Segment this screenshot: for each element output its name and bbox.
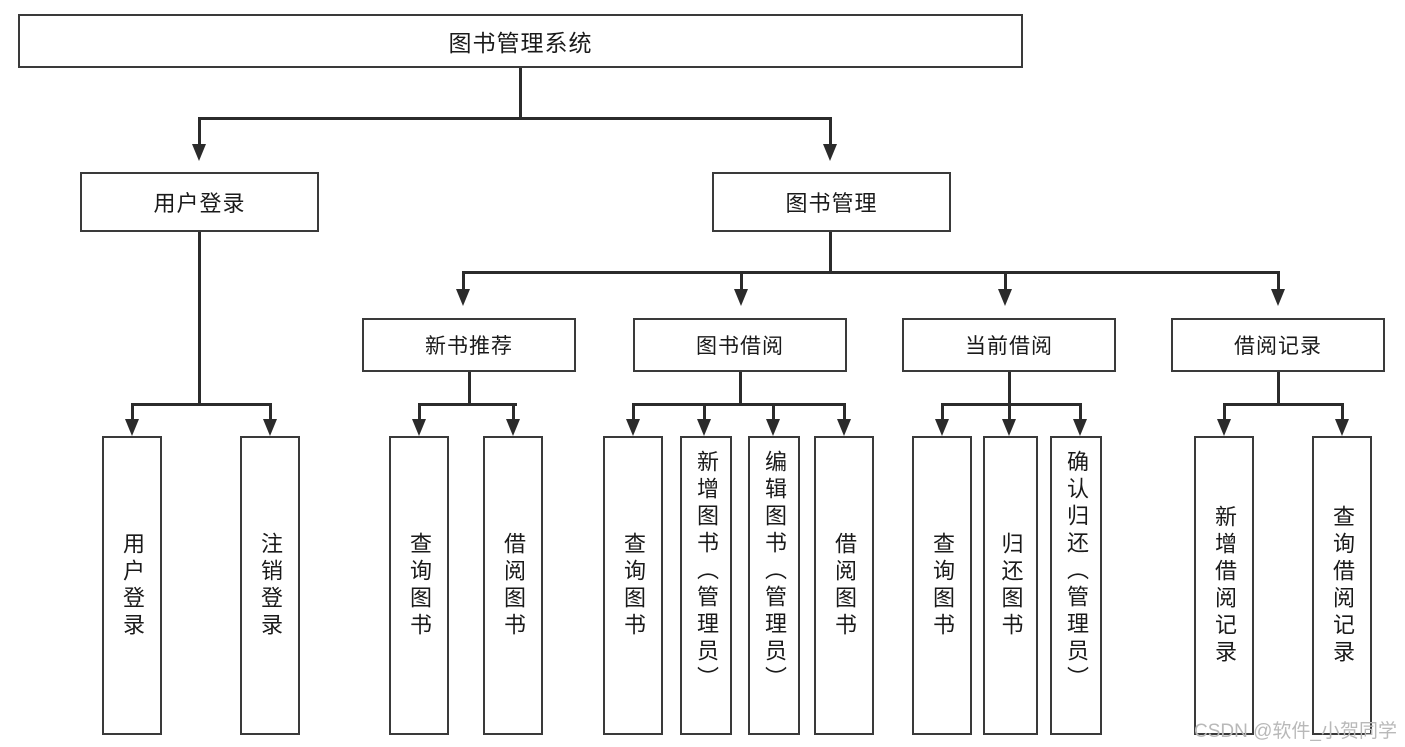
watermark-text: CSDN @软件_小贺同学 [1194,721,1397,742]
node-label: 查询图书 [621,531,646,640]
connector-borrow-record-drop-2 [1341,403,1344,423]
connector-level1-drop-1 [198,117,201,147]
connector-level2-drop-4 [1277,271,1280,293]
node-label: 当前借阅 [965,335,1053,358]
connector-user-login-drop-2 [269,403,272,423]
connector-level1-drop-2 [829,117,832,147]
arrow-to-leaf-query-book-1 [412,419,426,436]
connector-level2-drop-2 [740,271,743,293]
arrow-to-new-book-recommend [456,289,470,306]
connector-new-book-drop-1 [418,403,421,423]
connector-book-borrow-drop-1 [632,403,635,423]
connector-level1-bus [199,117,832,120]
arrow-to-leaf-confirm-return [1073,419,1087,436]
arrow-to-leaf-user-login [125,419,139,436]
node-current-borrow[interactable]: 当前借阅 [902,318,1116,372]
leaf-query-book-current[interactable]: 查询图书 [912,436,972,735]
connector-borrow-record-stem [1277,372,1280,405]
leaf-user-login[interactable]: 用户登录 [102,436,162,735]
connector-user-login-bus [132,403,271,406]
connector-book-borrow-drop-4 [843,403,846,423]
connector-borrow-record-drop-1 [1223,403,1226,423]
node-label: 借阅图书 [832,531,857,640]
leaf-return-book[interactable]: 归还图书 [983,436,1038,735]
arrow-to-leaf-add-book [697,419,711,436]
leaf-query-book-recommend[interactable]: 查询图书 [389,436,449,735]
connector-new-book-drop-2 [512,403,515,423]
arrow-to-current-borrow [998,289,1012,306]
connector-book-management-stem [829,232,832,273]
connector-current-borrow-drop-2 [1008,403,1011,423]
leaf-confirm-return-admin[interactable]: 确认归还（管理员） [1050,436,1102,735]
leaf-add-borrow-record[interactable]: 新增借阅记录 [1194,436,1254,735]
connector-book-borrow-stem [739,372,742,405]
node-book-borrow[interactable]: 图书借阅 [633,318,847,372]
leaf-query-borrow-record[interactable]: 查询借阅记录 [1312,436,1372,735]
leaf-edit-book-admin[interactable]: 编辑图书（管理员） [748,436,800,735]
node-label: 查询借阅记录 [1330,504,1355,667]
arrow-to-leaf-borrow-book-1 [506,419,520,436]
node-label: 查询图书 [407,531,432,640]
node-label: 用户登录 [153,191,246,216]
leaf-add-book-admin[interactable]: 新增图书（管理员） [680,436,732,735]
leaf-borrow-book[interactable]: 借阅图书 [814,436,874,735]
node-label: 图书管理 [785,191,878,216]
node-label: 归还图书 [998,531,1024,640]
node-label: 编辑图书（管理员） [762,450,787,693]
arrow-to-leaf-query-record [1335,419,1349,436]
connector-root-stem [519,68,522,119]
connector-current-borrow-bus [942,403,1081,406]
node-root-book-management-system[interactable]: 图书管理系统 [18,14,1023,68]
connector-new-book-stem [468,372,471,405]
node-label: 新书推荐 [425,335,513,358]
arrow-to-leaf-query-book-2 [626,419,640,436]
connector-current-borrow-drop-1 [941,403,944,423]
leaf-logout[interactable]: 注销登录 [240,436,300,735]
connector-user-login-drop-1 [131,403,134,423]
node-label: 新增图书（管理员） [694,450,719,693]
arrow-to-user-login [192,144,206,161]
connector-current-borrow-stem [1008,372,1011,405]
node-new-book-recommend[interactable]: 新书推荐 [362,318,576,372]
arrow-to-leaf-borrow-book-2 [837,419,851,436]
node-user-login[interactable]: 用户登录 [80,172,319,232]
node-label: 借阅记录 [1234,335,1322,358]
leaf-query-book-borrow[interactable]: 查询图书 [603,436,663,735]
connector-book-borrow-drop-2 [703,403,706,423]
arrow-to-leaf-query-book-3 [935,419,949,436]
arrow-to-leaf-return-book [1002,419,1016,436]
connector-borrow-record-bus [1224,403,1343,406]
arrow-to-borrow-record [1271,289,1285,306]
connector-user-login-stem [198,232,201,405]
node-label: 图书管理系统 [448,30,593,56]
node-label: 查询图书 [930,531,955,640]
connector-current-borrow-drop-3 [1079,403,1082,423]
connector-book-borrow-drop-3 [772,403,775,423]
node-label: 新增借阅记录 [1212,504,1237,667]
node-label: 用户登录 [120,531,145,640]
leaf-borrow-book-recommend[interactable]: 借阅图书 [483,436,543,735]
arrow-to-leaf-add-record [1217,419,1231,436]
arrow-to-leaf-edit-book [766,419,780,436]
arrow-to-book-borrow [734,289,748,306]
node-label: 图书借阅 [696,335,784,358]
connector-level2-bus [463,271,1278,274]
node-label: 借阅图书 [501,531,526,640]
node-label: 确认归还（管理员） [1064,450,1089,693]
connector-level2-drop-3 [1004,271,1007,293]
connector-book-borrow-bus [633,403,844,406]
connector-new-book-bus [419,403,517,406]
connector-level2-drop-1 [462,271,465,293]
node-book-management[interactable]: 图书管理 [712,172,951,232]
node-borrow-record[interactable]: 借阅记录 [1171,318,1385,372]
node-label: 注销登录 [258,531,283,640]
arrow-to-book-management [823,144,837,161]
arrow-to-leaf-logout [263,419,277,436]
